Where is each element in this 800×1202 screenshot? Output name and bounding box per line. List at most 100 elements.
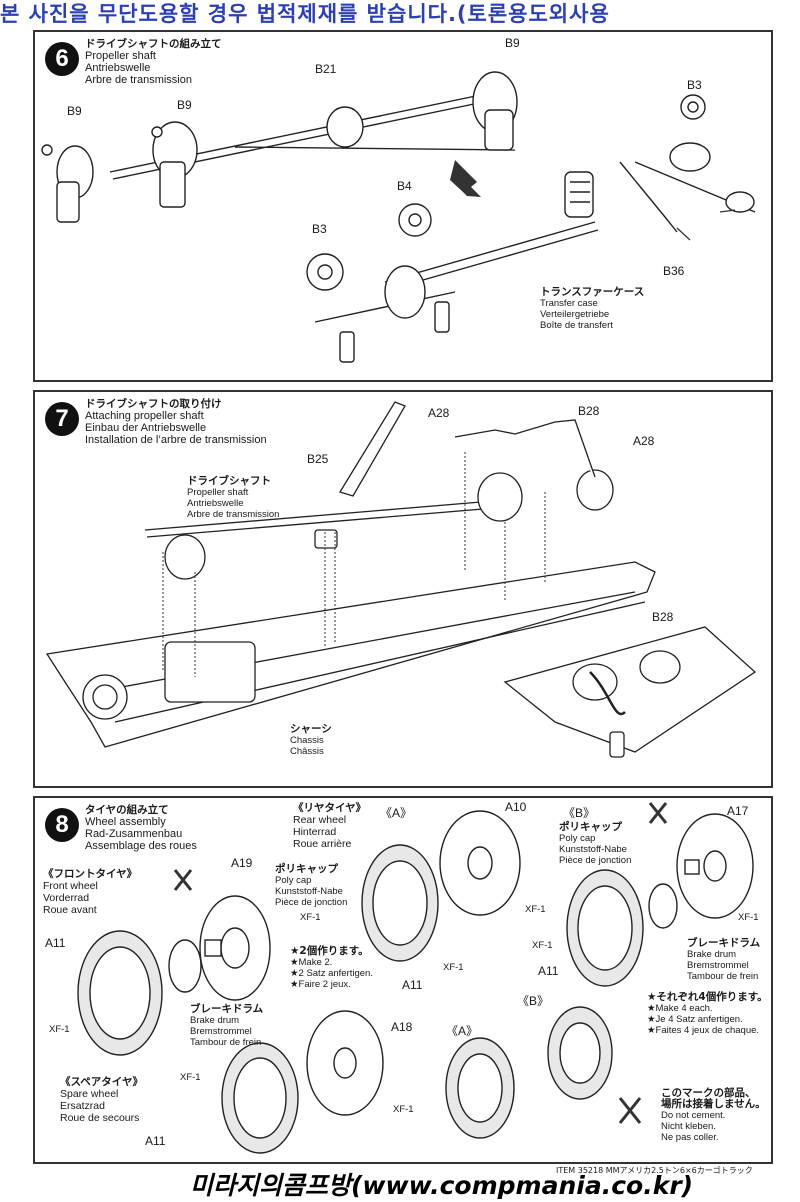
brake2-en: Brake drum: [687, 949, 737, 960]
front-en: Front wheel: [43, 880, 98, 892]
xf1-paint-callout: XF-1: [525, 904, 546, 915]
marker-a: 《A》: [446, 1024, 479, 1038]
shaft-de: Antriebswelle: [187, 498, 244, 509]
front-fr: Roue avant: [43, 904, 97, 916]
chassis-en: Chassis: [290, 735, 324, 746]
part-label-a11: A11: [45, 936, 66, 950]
spare-en: Spare wheel: [60, 1088, 119, 1100]
brake-drum-label: ブレーキドラム Brake drum Bremstrommel Tambour …: [687, 937, 761, 983]
polycap-fr: Pièce de jonction: [275, 897, 348, 908]
bottom-watermark: 미라지의콤프방(www.compmania.co.kr): [190, 1171, 694, 1200]
polycap2-jp: ポリキャップ: [559, 821, 622, 833]
part-label-a28: A28: [633, 434, 655, 448]
brake-de: Bremstrommel: [190, 1026, 252, 1037]
title-de: Antriebswelle: [85, 62, 151, 74]
nocement-fr: Ne pas coller.: [661, 1132, 719, 1143]
make-2-note: ★2個作ります。 ★Make 2. ★2 Satz anfertigen. ★F…: [290, 946, 373, 991]
xf1-paint-callout: XF-1: [49, 1024, 70, 1035]
front-de: Vorderrad: [43, 892, 90, 904]
front-wheel-label: 《フロントタイヤ》 Front wheel Vorderrad Roue ava…: [43, 868, 137, 916]
transfer-en: Transfer case: [540, 298, 598, 309]
part-label-b28: B28: [578, 404, 600, 418]
brake2-de: Bremstrommel: [687, 960, 749, 971]
chassis-illustration: [45, 401, 757, 758]
xf1-paint-callout: XF-1: [393, 1104, 414, 1115]
step-title: タイヤの組み立て Wheel assembly Rad-Zusammenbau …: [85, 804, 197, 852]
nocement-jp2: 場所は接着しません。: [661, 1098, 766, 1110]
marker-b: 《B》: [517, 994, 550, 1008]
make2-de: ★2 Satz anfertigen.: [290, 968, 373, 979]
make4-fr: ★Faites 4 jeux de chaque.: [647, 1025, 760, 1036]
part-label-a19: A19: [231, 856, 253, 870]
make4-en: ★Make 4 each.: [647, 1003, 713, 1014]
marker-a: 《A》: [380, 806, 413, 820]
nocement-jp1: このマークの部品、: [661, 1087, 756, 1099]
title-en: Wheel assembly: [85, 816, 166, 828]
title-en: Propeller shaft: [85, 50, 156, 62]
rear-de: Hinterrad: [293, 826, 337, 838]
brake-fr: Tambour de frein: [190, 1037, 262, 1048]
part-label-a11: A11: [538, 964, 559, 978]
nocement-en: Do not cement.: [661, 1110, 726, 1121]
title-jp: ドライブシャフトの取り付け: [85, 398, 222, 410]
part-label-b21: B21: [315, 62, 337, 76]
part-label-b28: B28: [652, 610, 674, 624]
polycap2-fr: Pièce de jonction: [559, 855, 632, 866]
part-label-a28: A28: [428, 406, 450, 420]
part-label-b36: B36: [663, 264, 685, 278]
spare-wheel-label: 《スペアタイヤ》 Spare wheel Ersatzrad Roue de s…: [60, 1076, 143, 1124]
make2-en: ★Make 2.: [290, 957, 333, 968]
part-label-a17: A17: [727, 804, 749, 818]
step-number: 6: [45, 42, 79, 76]
title-fr: Arbre de transmission: [85, 74, 192, 86]
step-title: ドライブシャフトの取り付け Attaching propeller shaft …: [85, 398, 267, 446]
part-label-b25: B25: [307, 452, 329, 466]
chassis-fr: Châssis: [290, 746, 324, 757]
title-jp: タイヤの組み立て: [85, 804, 169, 816]
step-6-panel: 6 ドライブシャフトの組み立て Propeller shaft Antriebs…: [33, 30, 773, 382]
xf1-paint-callout: XF-1: [532, 940, 553, 951]
part-label-b4: B4: [397, 179, 412, 193]
make2-fr: ★Faire 2 jeux.: [290, 979, 351, 990]
transfer-de: Verteilergetriebe: [540, 309, 610, 320]
rear-wheel-label: 《リヤタイヤ》 Rear wheel Hinterrad Roue arrièr…: [293, 802, 366, 850]
xf1-paint-callout: XF-1: [180, 1072, 201, 1083]
polycap-en: Poly cap: [275, 875, 312, 886]
make4-de: ★Je 4 Satz anfertigen.: [647, 1014, 743, 1025]
no-cement-note: このマークの部品、 場所は接着しません。 Do not cement. Nich…: [661, 1087, 766, 1144]
polycap-de: Kunststoff-Nabe: [275, 886, 343, 897]
poly-cap-label: ポリキャップ Poly cap Kunststoff-Nabe Pièce de…: [275, 863, 348, 909]
step-number: 8: [45, 808, 79, 842]
make4-jp: ★それぞれ4個作ります。: [647, 991, 768, 1003]
polycap2-de: Kunststoff-Nabe: [559, 844, 627, 855]
xf1-paint-callout: XF-1: [300, 912, 321, 923]
brake-jp: ブレーキドラム: [190, 1003, 264, 1015]
item-number-footer: ITEM 35218 MMアメリカ2.5トン6×6カーゴトラック: [556, 1166, 753, 1175]
step-7-panel: 7 ドライブシャフトの取り付け Attaching propeller shaf…: [33, 390, 773, 788]
rear-fr: Roue arrière: [293, 838, 352, 850]
part-label-a11: A11: [402, 978, 423, 992]
top-watermark: 본 사진을 무단도용할 경우 법적제재를 받습니다.(토론용도외사용: [0, 2, 610, 26]
spare-fr: Roue de secours: [60, 1112, 140, 1124]
title-en: Attaching propeller shaft: [85, 410, 204, 422]
part-label-b3: B3: [687, 78, 702, 92]
brake2-jp: ブレーキドラム: [687, 937, 761, 949]
step-title: ドライブシャフトの組み立て Propeller shaft Antriebswe…: [85, 38, 222, 86]
spare-jp: 《スペアタイヤ》: [60, 1076, 143, 1088]
make-4-note: ★それぞれ4個作ります。 ★Make 4 each. ★Je 4 Satz an…: [647, 991, 768, 1037]
chassis-jp: シャーシ: [290, 723, 332, 735]
wheel-assembly-illustration: [77, 802, 754, 1154]
xf1-paint-callout: XF-1: [738, 912, 759, 923]
polycap2-en: Poly cap: [559, 833, 596, 844]
transfer-case-label: トランスファーケース Transfer case Verteilergetrie…: [540, 287, 644, 332]
title-fr: Assemblage des roues: [85, 840, 197, 852]
propeller-shaft-illustration: [41, 71, 756, 363]
front-jp: 《フロントタイヤ》: [43, 868, 138, 880]
part-label-b9: B9: [67, 104, 82, 118]
title-de: Rad-Zusammenbau: [85, 828, 183, 840]
transfer-fr: Boîte de transfert: [540, 320, 613, 331]
step-number: 7: [45, 402, 79, 436]
polycap-jp: ポリキャップ: [275, 863, 338, 875]
part-label-a18: A18: [391, 1020, 413, 1034]
marker-b: 《B》: [563, 806, 596, 820]
